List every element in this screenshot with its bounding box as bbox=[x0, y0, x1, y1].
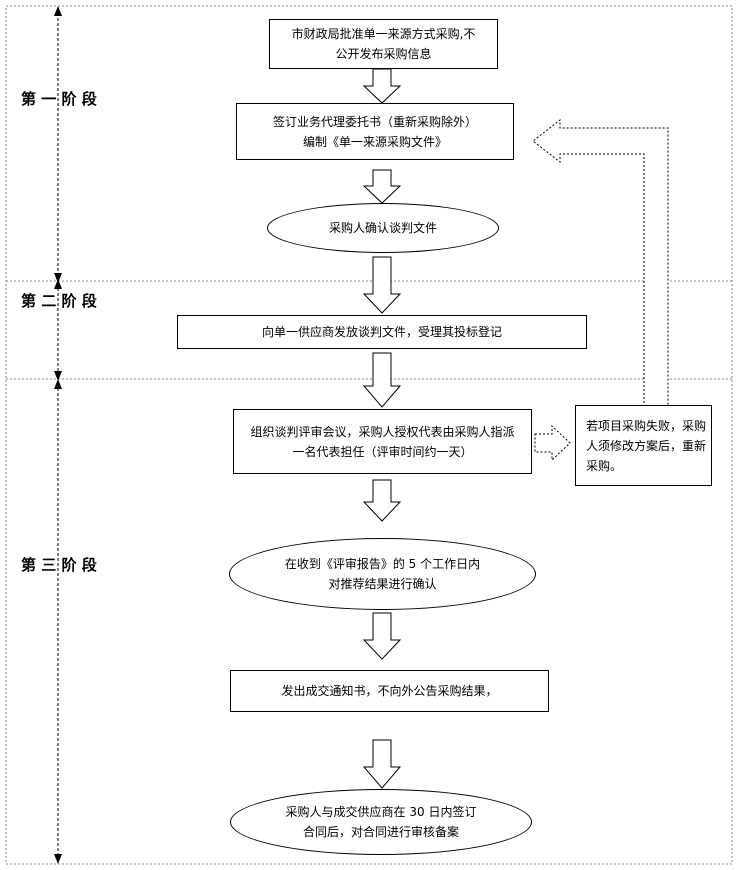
node-sign-line: 签订业务代理委托书（重新采购除外） bbox=[272, 114, 477, 129]
node-confirm-docs-line: 采购人确认谈判文件 bbox=[328, 221, 437, 235]
node-review-line: 组织谈判评审会议，采购人授权代表由采购人指派 bbox=[250, 424, 515, 439]
arrow-review-to-confirm-result bbox=[362, 479, 402, 522]
arrow-notice-to-contract bbox=[362, 739, 402, 789]
node-sign-agreement: 签订业务代理委托书（重新采购除外） 编制《单一来源采购文件》 bbox=[236, 103, 514, 160]
node-failure-line: 人须修改方案后，重新 bbox=[586, 438, 707, 453]
node-failure-note: 若项目采购失败，采购 人须修改方案后，重新 采购。 bbox=[575, 405, 712, 486]
stage-3-label: 第 三 阶 段 bbox=[21, 556, 97, 574]
stage-2-label-line: 段 bbox=[81, 292, 97, 310]
arrow-review-to-failure bbox=[534, 424, 571, 462]
node-approve-line: 公开发布采购信息 bbox=[335, 47, 432, 61]
node-confirm-docs: 采购人确认谈判文件 bbox=[267, 203, 499, 253]
node-confirm-result: 在收到《评审报告》的 5 个工作日内 对推荐结果进行确认 bbox=[229, 538, 536, 610]
down-arrows bbox=[362, 68, 402, 789]
stage-2-label-line: 二 bbox=[41, 292, 57, 310]
node-issue-docs-line: 向单一供应商发放谈判文件，受理其投标登记 bbox=[261, 325, 502, 339]
arrow-issue-to-review bbox=[362, 352, 402, 408]
stage-3-label-line: 第 bbox=[21, 556, 37, 574]
node-contract-line: 采购人与成交供应商在 30 日内签订 bbox=[285, 805, 477, 819]
node-approve-line: 市财政局批准单一来源方式采购,不 bbox=[291, 27, 476, 41]
node-confirm-result-line: 在收到《评审报告》的 5 个工作日内 bbox=[284, 557, 481, 571]
node-confirm-result-line: 对推荐结果进行确认 bbox=[328, 577, 437, 591]
arrow-confirm-to-issue bbox=[362, 256, 402, 314]
stage-2-label: 第 二 阶 段 bbox=[21, 292, 97, 310]
stage-1-label: 第 一 阶 段 bbox=[21, 90, 97, 108]
node-contract-line: 合同后，对合同进行审核备案 bbox=[302, 825, 459, 839]
stage-2-label-line: 阶 bbox=[61, 292, 77, 310]
node-sign-line: 编制《单一来源采购文件》 bbox=[302, 134, 447, 149]
stage-1-label-line: 一 bbox=[41, 90, 57, 108]
stage-1-label-line: 第 bbox=[21, 90, 37, 108]
timeline-markers bbox=[54, 6, 62, 864]
node-review-line: 一名代表担任（评审时间约一天） bbox=[292, 444, 473, 459]
node-failure-line: 若项目采购失败，采购 bbox=[586, 418, 707, 433]
node-notice: 发出成交通知书，不向外公告采购结果， bbox=[230, 670, 549, 712]
stage-3-label-line: 段 bbox=[81, 556, 97, 574]
stage-1-label-line: 段 bbox=[81, 90, 97, 108]
node-review-meeting: 组织谈判评审会议，采购人授权代表由采购人指派 一名代表担任（评审时间约一天） bbox=[233, 409, 532, 474]
node-notice-line: 发出成交通知书，不向外公告采购结果， bbox=[281, 684, 498, 698]
stage-2-label-line: 第 bbox=[21, 292, 37, 310]
arrow-approve-to-sign bbox=[362, 68, 402, 104]
node-approve: 市财政局批准单一来源方式采购,不 公开发布采购信息 bbox=[269, 19, 498, 69]
node-failure-line: 采购。 bbox=[586, 458, 623, 473]
stage-1-label-line: 阶 bbox=[61, 90, 77, 108]
node-contract: 采购人与成交供应商在 30 日内签订 合同后，对合同进行审核备案 bbox=[230, 789, 532, 855]
feedback-loop-arrow bbox=[532, 118, 669, 408]
stage-3-label-line: 三 bbox=[41, 556, 57, 574]
node-issue-docs: 向单一供应商发放谈判文件，受理其投标登记 bbox=[177, 315, 587, 349]
arrow-confirm-result-to-notice bbox=[362, 612, 402, 660]
stage-3-label-line: 阶 bbox=[61, 556, 77, 574]
arrow-sign-to-confirm bbox=[362, 169, 402, 204]
